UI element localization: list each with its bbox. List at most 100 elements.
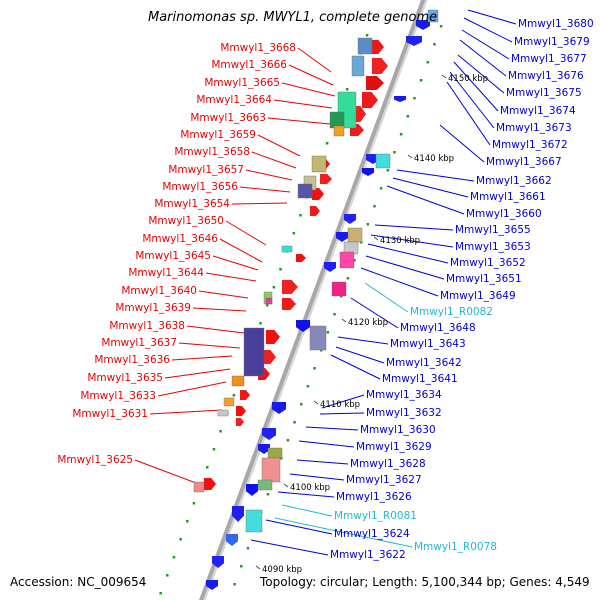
- right-connector-line: [305, 426, 359, 431]
- right-connector-line: [446, 81, 491, 146]
- reverse-strand-gene: [282, 298, 296, 310]
- gene-box: [245, 509, 263, 533]
- left-connector-line: [257, 134, 301, 157]
- left-gene-label: Mmwyl1_3663: [190, 112, 266, 124]
- tick-mark: [373, 205, 376, 208]
- right-connector-line: [277, 491, 335, 498]
- tick-mark: [186, 520, 189, 523]
- tick-mark: [386, 169, 390, 172]
- tick-mark: [419, 79, 423, 82]
- scale-label: 4130 kbp: [380, 236, 420, 246]
- tick-mark: [212, 448, 216, 451]
- right-connector-line: [360, 267, 439, 297]
- gene-box: [257, 479, 273, 491]
- scale-label: 4110 kbp: [320, 400, 360, 410]
- right-gene-label: Mmwyl1_3632: [366, 407, 442, 419]
- tick-mark: [166, 574, 169, 577]
- reverse-strand-gene: [366, 76, 384, 90]
- forward-strand-gene: [344, 214, 356, 224]
- right-connector-line: [396, 169, 475, 182]
- tick-mark: [279, 268, 282, 271]
- right-connector-line: [439, 124, 485, 163]
- map-title: Marinomonas sp. MWYL1, complete genome: [148, 10, 438, 25]
- tick-mark: [333, 313, 336, 316]
- left-connector-line: [149, 409, 223, 415]
- left-gene-label: Mmwyl1_3636: [94, 354, 170, 366]
- gene-box: [297, 183, 313, 199]
- tick-mark: [265, 304, 269, 307]
- reverse-strand-gene: [240, 390, 250, 400]
- left-connector-line: [251, 151, 297, 169]
- right-gene-label: Mmwyl1_3660: [466, 208, 542, 220]
- tick-mark: [293, 421, 296, 424]
- left-connector-line: [205, 272, 257, 282]
- scale-label: 4090 kbp: [262, 565, 302, 575]
- left-connector-line: [164, 368, 231, 379]
- right-gene-label: Mmwyl1_3675: [506, 87, 582, 99]
- tick-mark: [353, 259, 356, 262]
- gene-box: [311, 155, 327, 173]
- forward-strand-gene: [226, 534, 238, 546]
- left-connector-line: [186, 325, 245, 334]
- left-connector-line: [273, 99, 333, 109]
- reverse-strand-gene: [266, 330, 280, 344]
- right-gene-label: Mmwyl1_3643: [390, 338, 466, 350]
- tick-mark: [159, 592, 162, 595]
- tick-mark: [179, 538, 182, 541]
- reverse-strand-gene: [362, 92, 378, 108]
- tick-mark: [319, 349, 323, 352]
- tick-mark: [192, 502, 196, 505]
- right-connector-line: [467, 9, 517, 25]
- gene-box: [351, 55, 365, 77]
- right-connector-line: [461, 29, 510, 60]
- right-connector-line: [459, 39, 507, 77]
- right-connector-line: [321, 394, 365, 409]
- left-gene-label: Mmwyl1_3635: [87, 372, 163, 384]
- gene-box: [231, 375, 245, 387]
- right-connector-line: [449, 71, 495, 129]
- tick-mark: [299, 403, 303, 406]
- gene-box: [347, 227, 363, 243]
- right-gene-label: Mmwyl1_3649: [440, 290, 516, 302]
- left-connector-line: [212, 255, 259, 271]
- left-gene-label: Mmwyl1_3638: [109, 320, 185, 332]
- right-connector-line: [250, 539, 329, 556]
- scale-label: 4140 kbp: [414, 154, 454, 164]
- tick-mark: [232, 394, 236, 397]
- right-gene-label: Mmwyl1_R0081: [334, 510, 417, 522]
- right-gene-label: Mmwyl1_3627: [346, 474, 422, 486]
- right-gene-label: Mmwyl1_3642: [386, 357, 462, 369]
- right-connector-line: [367, 243, 449, 264]
- right-connector-line: [335, 346, 385, 364]
- reverse-strand-gene: [282, 280, 298, 294]
- tick-mark: [292, 232, 296, 235]
- right-gene-label: Mmwyl1_3662: [476, 175, 552, 187]
- scale-label: 4120 kbp: [348, 318, 388, 328]
- left-gene-label: Mmwyl1_3657: [168, 164, 244, 176]
- gene-box: [339, 251, 355, 269]
- reverse-strand-gene: [236, 418, 244, 426]
- right-gene-label: Mmwyl1_3672: [492, 139, 568, 151]
- right-gene-label: Mmwyl1_R0078: [414, 541, 497, 553]
- left-connector-line: [297, 47, 332, 73]
- forward-strand-gene: [416, 20, 430, 30]
- tick-mark: [413, 97, 416, 100]
- reverse-strand-gene: [204, 478, 216, 490]
- gene-box: [331, 281, 347, 297]
- reverse-strand-gene: [236, 406, 246, 416]
- accession-text: Accession: NC_009654: [8, 575, 149, 589]
- gene-box: [375, 153, 391, 169]
- right-gene-label: Mmwyl1_3648: [400, 322, 476, 334]
- left-gene-label: Mmwyl1_3646: [142, 233, 218, 245]
- right-gene-label: Mmwyl1_3677: [511, 53, 587, 65]
- left-connector-line: [134, 459, 197, 484]
- reverse-strand-gene: [320, 174, 332, 184]
- left-gene-label: Mmwyl1_3664: [196, 94, 272, 106]
- tick-mark: [233, 583, 236, 586]
- right-connector-line: [463, 17, 513, 43]
- right-connector-line: [374, 224, 454, 231]
- tick-mark: [365, 34, 369, 37]
- gene-box: [357, 37, 373, 55]
- right-connector-line: [392, 177, 469, 198]
